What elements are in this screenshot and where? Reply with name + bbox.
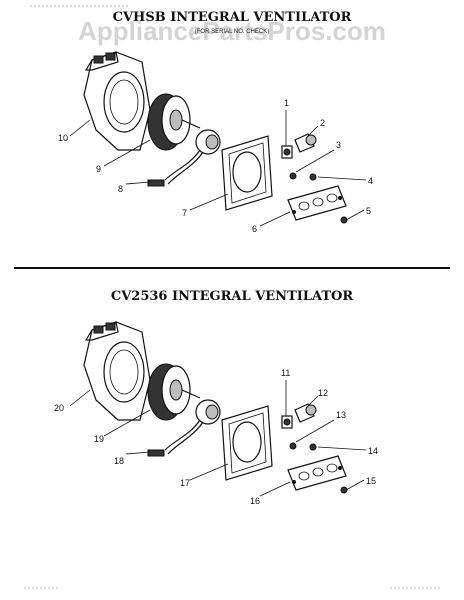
callout-15: 15 bbox=[366, 476, 376, 486]
section-1-assembly bbox=[69, 51, 367, 227]
callout-18: 18 bbox=[114, 456, 124, 466]
callout-3: 3 bbox=[336, 140, 341, 150]
callout-7: 7 bbox=[182, 208, 187, 218]
nut bbox=[309, 173, 317, 181]
callout-5: 5 bbox=[366, 206, 371, 216]
callout-2: 2 bbox=[320, 118, 325, 128]
plug bbox=[289, 172, 297, 180]
section-1-title: CVHSB INTEGRAL VENTILATOR bbox=[113, 10, 352, 25]
screw bbox=[340, 216, 348, 224]
wall-plate bbox=[287, 185, 347, 221]
watermark: AppliancePartsPros.com bbox=[78, 16, 386, 46]
callout-17: 17 bbox=[180, 478, 190, 488]
blower-housing-2 bbox=[83, 321, 151, 421]
motor-2 bbox=[147, 399, 221, 457]
callout-12: 12 bbox=[318, 388, 328, 398]
section-2-title: CV2536 INTEGRAL VENTILATOR bbox=[111, 289, 353, 304]
callout-8: 8 bbox=[118, 184, 123, 194]
grille-frame-2 bbox=[221, 405, 273, 481]
callout-1: 1 bbox=[284, 98, 289, 108]
switch-assembly-2 bbox=[281, 403, 317, 429]
motor bbox=[147, 129, 221, 187]
wall-plate-2 bbox=[287, 455, 347, 491]
blower-wheel-2 bbox=[147, 363, 201, 421]
section-1-callouts: 1 2 3 4 5 6 7 8 9 10 bbox=[58, 98, 373, 234]
section-2-assembly: 11 12 13 14 15 16 17 18 19 20 bbox=[54, 321, 378, 506]
plug-2 bbox=[289, 442, 297, 450]
blower-housing bbox=[83, 51, 151, 151]
callout-9: 9 bbox=[96, 164, 101, 174]
callout-13: 13 bbox=[336, 410, 346, 420]
grille-frame bbox=[221, 135, 273, 211]
callout-20: 20 bbox=[54, 403, 64, 413]
screw-2 bbox=[340, 486, 348, 494]
callout-6: 6 bbox=[252, 224, 257, 234]
blower-wheel bbox=[147, 93, 201, 151]
callout-4: 4 bbox=[368, 176, 373, 186]
callout-11: 11 bbox=[281, 368, 290, 378]
callout-16: 16 bbox=[250, 496, 260, 506]
nut-2 bbox=[309, 443, 317, 451]
switch-assembly bbox=[281, 133, 317, 159]
section-1-subtitle: (FOR SERIAL NO. CHECK) bbox=[195, 29, 269, 35]
callout-19: 19 bbox=[94, 434, 104, 444]
callout-14: 14 bbox=[368, 446, 378, 456]
callout-10: 10 bbox=[58, 133, 68, 143]
